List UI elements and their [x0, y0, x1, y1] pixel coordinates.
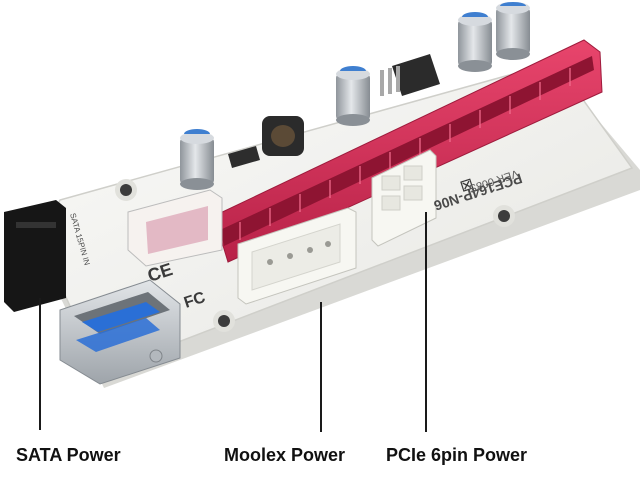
- usb3-port: [59, 279, 181, 385]
- inductor: [262, 116, 304, 156]
- pcie-x16-slot: [213, 39, 603, 263]
- svg-text:FC: FC: [182, 289, 208, 312]
- molex-power-label: Moolex Power: [224, 445, 346, 465]
- sata-power-label: SATA Power: [16, 445, 121, 465]
- svg-text:⊠: ⊠: [458, 175, 476, 195]
- slot-latch: [127, 189, 223, 267]
- small-ic: [228, 146, 260, 168]
- molex-connector: [237, 207, 357, 305]
- leader-lines: [39, 212, 427, 432]
- voltage-regulator-chip: [380, 54, 440, 96]
- sata-connector: [4, 200, 66, 312]
- pcie-6pin-connector: [371, 149, 437, 247]
- capacitors: [180, 2, 530, 190]
- pcie-power-label: PCIe 6pin Power: [386, 445, 528, 465]
